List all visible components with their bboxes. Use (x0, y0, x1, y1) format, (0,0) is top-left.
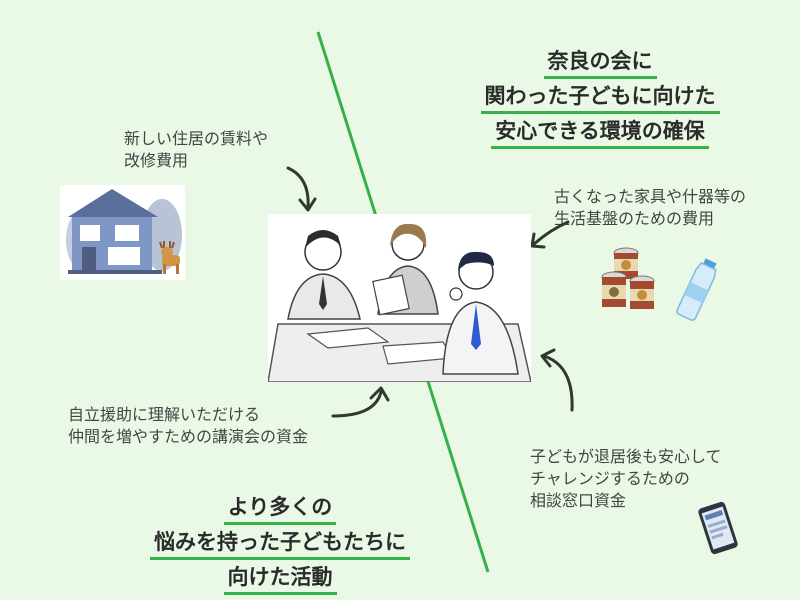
caption-lecture-line-1: 自立援助に理解いただける (68, 405, 261, 424)
headline-bottom: より多くの 悩みを持った子どもたちに 向けた活動 (130, 490, 430, 595)
curved-arrow-icon (540, 348, 574, 412)
caption-furniture-line-2: 生活基盤のための費用 (554, 209, 715, 228)
curved-arrow-icon (331, 386, 390, 418)
caption-consult-line-2: チャレンジするための (530, 469, 690, 488)
caption-consult: 子どもが退居後も安心して チャレンジするための 相談窓口資金 (530, 446, 722, 512)
deer-icon (159, 241, 180, 274)
caption-furniture: 古くなった家具や什器等の 生活基盤のための費用 (554, 186, 746, 230)
curved-arrow-icon (530, 220, 570, 249)
headline-top-line-1: 奈良の会に (543, 46, 657, 79)
caption-lecture: 自立援助に理解いただける 仲間を増やすための講演会の資金 (68, 404, 308, 448)
headline-bottom-line-1: より多くの (223, 492, 337, 525)
headline-top: 奈良の会に 関わった子どもに向けた 安心できる環境の確保 (455, 44, 745, 149)
water-bottle-icon (676, 258, 717, 321)
headline-bottom-line-2: 悩みを持った子どもたちに (150, 527, 410, 560)
headline-top-line-3: 安心できる環境の確保 (491, 116, 709, 149)
smartphone-icon (698, 501, 738, 555)
caption-furniture-line-1: 古くなった家具や什器等の (554, 187, 747, 206)
caption-housing-line-1: 新しい住居の賃料や (124, 129, 269, 148)
caption-consult-line-3: 相談窓口資金 (530, 491, 627, 510)
caption-consult-line-1: 子どもが退居後も安心して (530, 447, 722, 466)
canned-food-icon (601, 247, 655, 309)
caption-lecture-line-2: 仲間を増やすための講演会の資金 (68, 427, 309, 446)
meeting-illustration (268, 214, 531, 382)
headline-bottom-line-3: 向けた活動 (223, 562, 337, 595)
headline-top-line-2: 関わった子どもに向けた (480, 81, 720, 114)
caption-housing: 新しい住居の賃料や 改修費用 (124, 128, 268, 172)
curved-arrow-icon (286, 166, 317, 212)
caption-housing-line-2: 改修費用 (124, 151, 189, 170)
